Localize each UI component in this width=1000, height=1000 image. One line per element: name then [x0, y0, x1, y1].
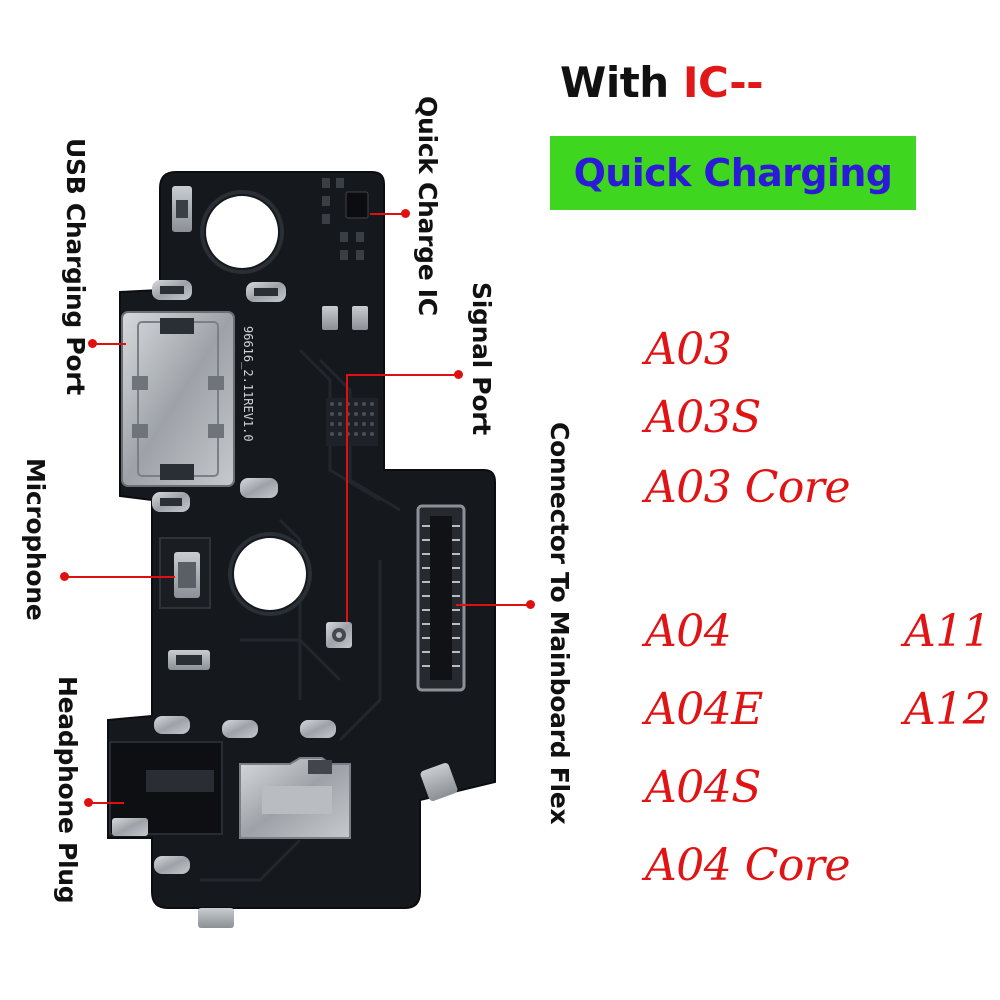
label-quick-charge-ic: Quick Charge IC [413, 96, 442, 316]
model-a03s: A03S [645, 392, 761, 443]
quick-charging-badge: Quick Charging [550, 136, 916, 210]
model-a04-core: A04 Core [645, 840, 850, 891]
label-microphone: Microphone [21, 458, 50, 621]
usb-c-port [121, 311, 235, 487]
callout-line-usb [92, 343, 126, 345]
mounting-hole-top [206, 196, 278, 268]
callout-line-signal-h [346, 374, 458, 376]
callout-line-signal-v [346, 374, 348, 622]
model-a11: A11 [904, 606, 991, 657]
callout-dot-connector [526, 600, 535, 609]
bga-chip [326, 398, 378, 446]
callout-dot-signal [454, 370, 463, 379]
model-a03-core: A03 Core [645, 462, 850, 513]
title-ic: IC-- [682, 58, 764, 107]
callout-dot-microphone [60, 572, 69, 581]
model-a04e: A04E [645, 684, 763, 735]
model-a12: A12 [904, 684, 991, 735]
label-signal-port: Signal Port [467, 282, 496, 435]
callout-dot-quick-charge-ic [401, 209, 410, 218]
label-usb-charging-port: USB Charging Port [61, 138, 90, 395]
label-connector-to-mainboard-flex: Connector To Mainboard Flex [545, 422, 574, 825]
callout-line-connector [456, 604, 530, 606]
badge-label: Quick Charging [573, 151, 893, 195]
quick-charge-ic-chip [345, 191, 369, 219]
label-headphone-plug: Headphone Plug [53, 676, 82, 904]
callout-line-microphone [65, 576, 175, 578]
title-with: With [560, 58, 683, 107]
model-a04: A04 [645, 606, 732, 657]
callout-line-quick-charge-ic [370, 213, 406, 215]
pcb-silkscreen: 96616_2.11REV1.0 [241, 326, 255, 442]
callout-dot-headphone [84, 798, 93, 807]
title: With IC-- [560, 58, 764, 107]
callout-dot-usb [88, 339, 97, 348]
callout-line-headphone [88, 802, 124, 804]
mounting-hole-middle [234, 538, 306, 610]
model-a03: A03 [645, 324, 732, 375]
model-a04s: A04S [645, 762, 761, 813]
